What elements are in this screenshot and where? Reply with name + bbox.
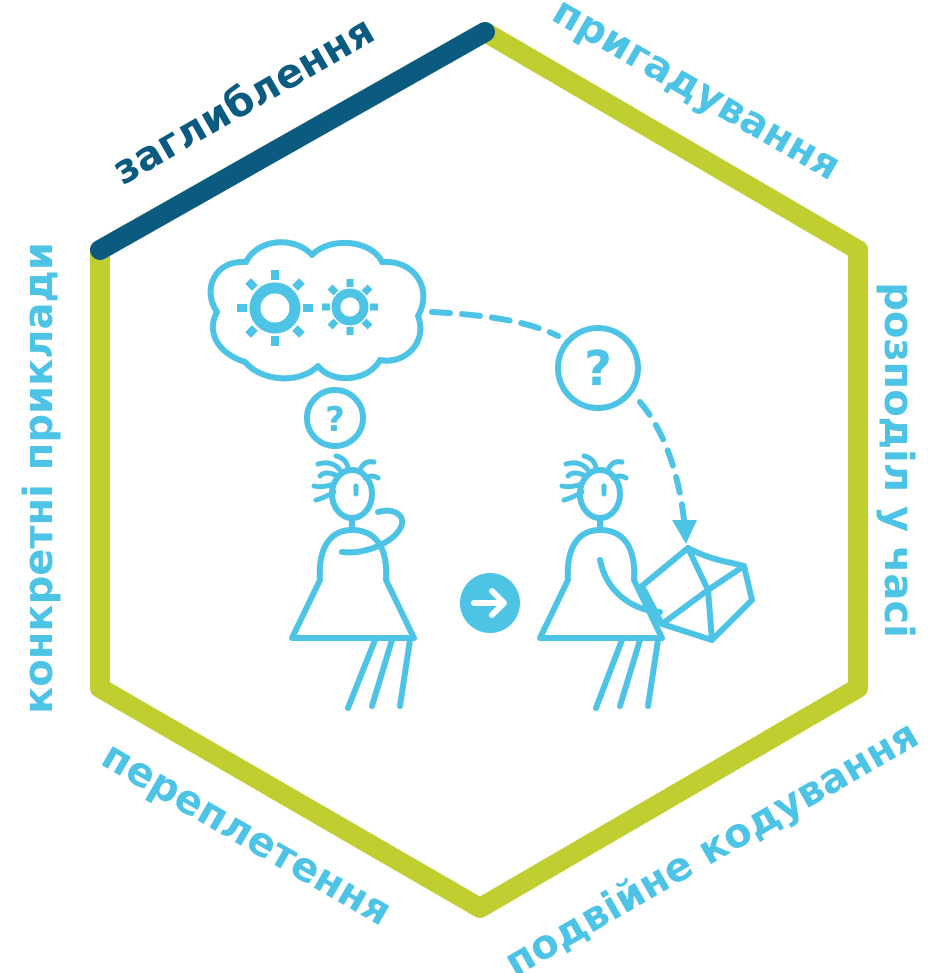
- arm-left: [339, 507, 406, 556]
- question-bubble-left: [304, 387, 366, 449]
- body-left: [289, 527, 417, 641]
- reading-person-scene: [537, 325, 755, 711]
- dashed-connector-down: [637, 399, 687, 523]
- label-bottom-right: подвійне кодування: [497, 711, 927, 973]
- body-right: [537, 527, 665, 641]
- thinking-person-scene: [207, 239, 427, 711]
- gear-large-icon: [237, 270, 313, 346]
- arrow-right-icon: [460, 573, 520, 633]
- dashed-connector: [429, 309, 561, 339]
- arm-right: [597, 557, 663, 615]
- highlighted-edge-top-left: [90, 22, 495, 260]
- question-bubble-right: [555, 325, 641, 411]
- question-mark-left: ?: [325, 400, 345, 440]
- hexagon-frame: [90, 22, 868, 918]
- dashed-connector-arrowhead: [672, 520, 697, 544]
- legs-left: [345, 637, 413, 711]
- hair-left: [311, 453, 381, 503]
- gear-small-icon: [322, 279, 378, 335]
- label-left: конкретні приклади: [16, 242, 62, 714]
- hair-right: [559, 453, 629, 503]
- open-book-icon: [639, 545, 755, 643]
- label-right: розподіл у часі: [875, 282, 921, 638]
- thought-cloud-icon: [207, 239, 427, 382]
- question-mark-right: ?: [584, 341, 612, 397]
- legs-right: [593, 637, 661, 711]
